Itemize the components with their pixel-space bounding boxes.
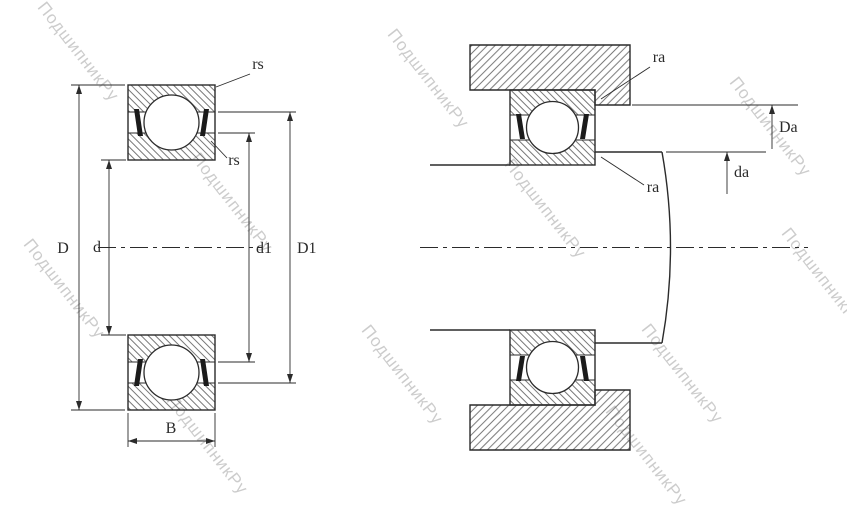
right-view-mounting: Da da ra ra [420,44,808,451]
arrowhead-up [106,160,112,169]
bearing-section-top [127,84,216,161]
callout-ra-housing: ra [600,49,665,100]
shield-left [134,109,143,136]
shield-left [134,359,143,386]
left-view-bearing-section: D d d1 D1 [57,56,317,447]
arrowhead-down [246,353,252,362]
callout-rs-outer: rs [215,56,264,88]
arrowhead-down [76,401,82,410]
bearing-section-bottom [127,334,216,411]
arrowhead-down [106,326,112,335]
leader-line [210,140,228,159]
shield-right [200,359,209,386]
label-ra-shaft: ra [647,179,659,196]
shield-left [516,114,525,139]
ball [143,344,200,401]
dimension-D1: D1 [218,111,317,384]
ball [525,340,580,395]
shield-right [580,356,589,381]
mounted-bearing-bottom [509,329,596,406]
leader-line [600,156,645,186]
label-da: da [734,164,749,181]
label-D1: D1 [297,240,317,257]
arrowhead-up [769,105,775,114]
watermark-text: ПодшипникРу [358,321,447,428]
arrowhead-up [287,112,293,121]
section-outline [127,334,216,411]
arrowhead-up [76,85,82,94]
dimension-B: B [127,413,216,447]
dimension-Da: Da [632,104,798,149]
callout-rs-inner: rs [210,140,240,169]
ball [525,100,580,155]
leader-line [215,73,251,88]
dimension-d: d [93,159,126,336]
label-D: D [57,240,69,257]
arrowhead-up [724,152,730,161]
arrowhead-up [246,133,252,142]
label-Da: Da [779,119,798,136]
shield-right [580,114,589,139]
shield-right [200,109,209,136]
dimension-d1: d1 [218,132,272,363]
dimension-D: D [57,84,125,411]
dimension-da: da [666,151,766,194]
arrowhead-right [206,438,215,444]
watermark-text: ПодшипникРу [384,25,473,132]
section-outline [127,84,216,161]
mounted-bearing-top [509,89,596,166]
callout-ra-shaft: ra [600,156,659,196]
watermark-text: ПодшипникРу [501,155,590,262]
arrowhead-left [128,438,137,444]
watermark-text: ПодшипникРу [778,224,847,331]
watermark-text: ПодшипникРу [638,320,727,427]
label-d: d [93,239,101,256]
leader-line [600,66,651,100]
label-d1: d1 [256,240,272,257]
label-rs-outer: rs [252,56,264,73]
ball [143,94,200,151]
label-B: B [166,420,177,437]
watermarks: ПодшипникРу ПодшипникРу ПодшипникРу Подш… [20,0,847,508]
label-ra-housing: ra [653,49,665,66]
label-rs-inner: rs [228,152,240,169]
section-outline [509,89,596,166]
section-outline [509,329,596,406]
shield-left [516,356,525,381]
arrowhead-down [287,374,293,383]
